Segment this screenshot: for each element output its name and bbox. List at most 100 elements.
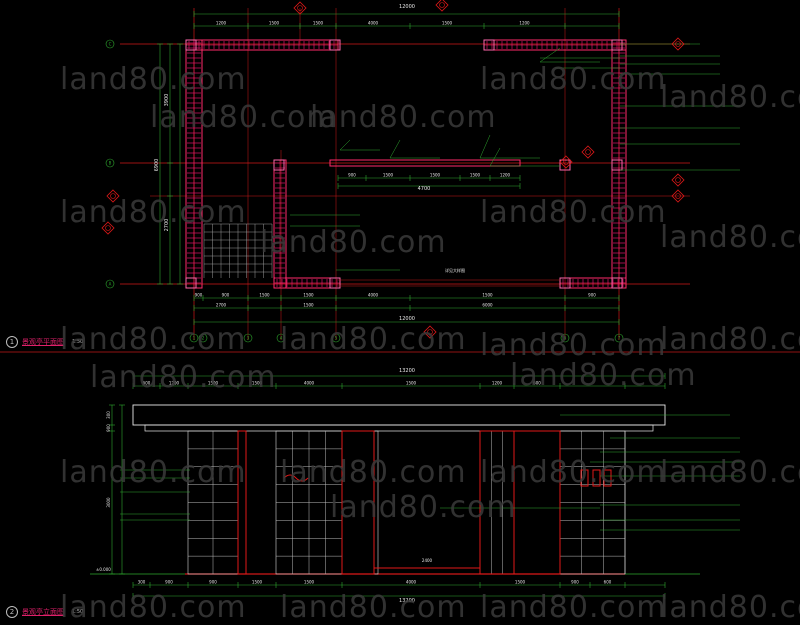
axis-marker-label: 5: [335, 336, 338, 341]
elevation-leaders: [120, 414, 740, 531]
plan-bottom-dim-label: 900: [588, 293, 596, 298]
plan-inner-dim-label: 1500: [383, 173, 394, 178]
plan-title-block: 1 景观亭平面图 1:50: [6, 336, 83, 348]
column-block: [559, 159, 571, 171]
plan-inner-dim-label: 1500: [470, 173, 481, 178]
door-frame-left: [237, 430, 247, 575]
column-block: [185, 39, 197, 51]
step-grid: [203, 223, 273, 278]
axis-marker-label: 6: [564, 336, 567, 341]
plan-inner-dim-label: 1500: [430, 173, 441, 178]
plan-bottom-dim-label: 900: [222, 293, 230, 298]
elev-bottom-dim-label: 300: [138, 580, 146, 585]
elevation-scale: 1:50: [72, 609, 84, 615]
axis-marker-label: 2: [202, 336, 205, 341]
plan-note: 详见大样图: [445, 267, 465, 273]
section-marker: [671, 173, 685, 187]
section-marker: [581, 145, 595, 159]
axis-marker: [331, 333, 341, 343]
elev-top-dim-label: 1500: [406, 381, 417, 386]
section-marker: [671, 189, 685, 203]
axis-marker: [105, 158, 115, 168]
section-marker-core: [675, 41, 681, 47]
column-block: [559, 277, 571, 289]
elevation-title: 景观亭立面图: [22, 608, 64, 616]
leader-line: [389, 139, 440, 159]
column-block: [611, 39, 623, 51]
elev-bottom-dim-label: 1500: [252, 580, 263, 585]
leader-line: [339, 139, 380, 151]
plan-top-dim-label: 1500: [313, 21, 324, 26]
elev-bottom-dim-label: 600: [604, 580, 612, 585]
axis-marker: [243, 333, 253, 343]
axis-marker: [105, 279, 115, 289]
plan-title: 景观亭平面图: [22, 338, 64, 346]
plan-bottom-dim-label: 900: [195, 293, 203, 298]
section-marker-core: [439, 2, 445, 8]
axis-marker: [560, 333, 570, 343]
section-marker-core: [563, 159, 569, 165]
section-markers: [101, 0, 685, 339]
facade-panels: [187, 430, 626, 575]
plan-top-dim-label: 1200: [519, 21, 530, 26]
axis-marker-label: 4: [280, 336, 283, 341]
section-marker-core: [110, 193, 116, 199]
plan-title-number: 1: [6, 336, 18, 348]
section-marker: [106, 189, 120, 203]
door-frame-center-right: [479, 430, 515, 575]
elev-bottom-dim-label: 4000: [406, 580, 417, 585]
elev-ground-label: ±0.000: [96, 567, 111, 572]
plan-inner-overall: 4700: [418, 186, 431, 192]
section-marker: [423, 325, 437, 339]
plan-bottom2-dim-label: 1500: [303, 303, 314, 308]
lantern-icons: [283, 469, 612, 487]
axis-marker-label: 7: [618, 336, 621, 341]
axis-marker: [276, 333, 286, 343]
section-marker-core: [675, 193, 681, 199]
axis-marker-label: A: [109, 282, 112, 287]
leader-line: [489, 147, 560, 167]
elev-top-dim-label: 1200: [492, 381, 503, 386]
section-marker-core: [105, 225, 111, 231]
column-block: [185, 277, 197, 289]
elev-top-dim-label: 1500: [252, 381, 263, 386]
elev-top-dim-label: 1500: [208, 381, 219, 386]
plan-bottom-dim-label: 4000: [368, 293, 379, 298]
plan-leaders: [290, 43, 740, 271]
section-marker: [101, 221, 115, 235]
axis-marker: [105, 39, 115, 49]
column-block: [483, 39, 495, 51]
plan-top-dim-label: 1200: [216, 21, 227, 26]
axis-marker-label: C: [109, 42, 112, 47]
plan-top-dim-label: 1500: [442, 21, 453, 26]
plan-bottom2-dim-label: 6000: [482, 303, 493, 308]
plan-top-overall: 12000: [399, 4, 415, 10]
elev-top-dim-label: 1200: [169, 381, 180, 386]
elevation-title-block: 2 景观亭立面图 1:50: [6, 606, 83, 618]
plan-left-overall: 6900: [154, 159, 160, 172]
elev-bottom-dim-label: 900: [209, 580, 217, 585]
axis-marker-label: 1: [193, 336, 196, 341]
elev-bottom-dim-label: 900: [571, 580, 579, 585]
axis-marker: [198, 333, 208, 343]
leader-line: [479, 134, 540, 159]
door-frame-right: [513, 430, 561, 575]
column-block: [611, 159, 623, 171]
door-frame-center-left: [341, 430, 375, 575]
elevation-title-number: 2: [6, 606, 18, 618]
elev-left-dim-label: 3000: [106, 497, 111, 508]
column-block: [329, 277, 341, 289]
elev-top-overall: 13200: [399, 368, 415, 374]
column-block: [329, 39, 341, 51]
section-marker: [435, 0, 449, 12]
section-marker: [559, 155, 573, 169]
elev-top-dim-label: 4000: [304, 381, 315, 386]
wall-hatch: [185, 39, 626, 289]
axis-marker-label: 3: [247, 336, 250, 341]
facade-panel-door: [479, 430, 515, 575]
